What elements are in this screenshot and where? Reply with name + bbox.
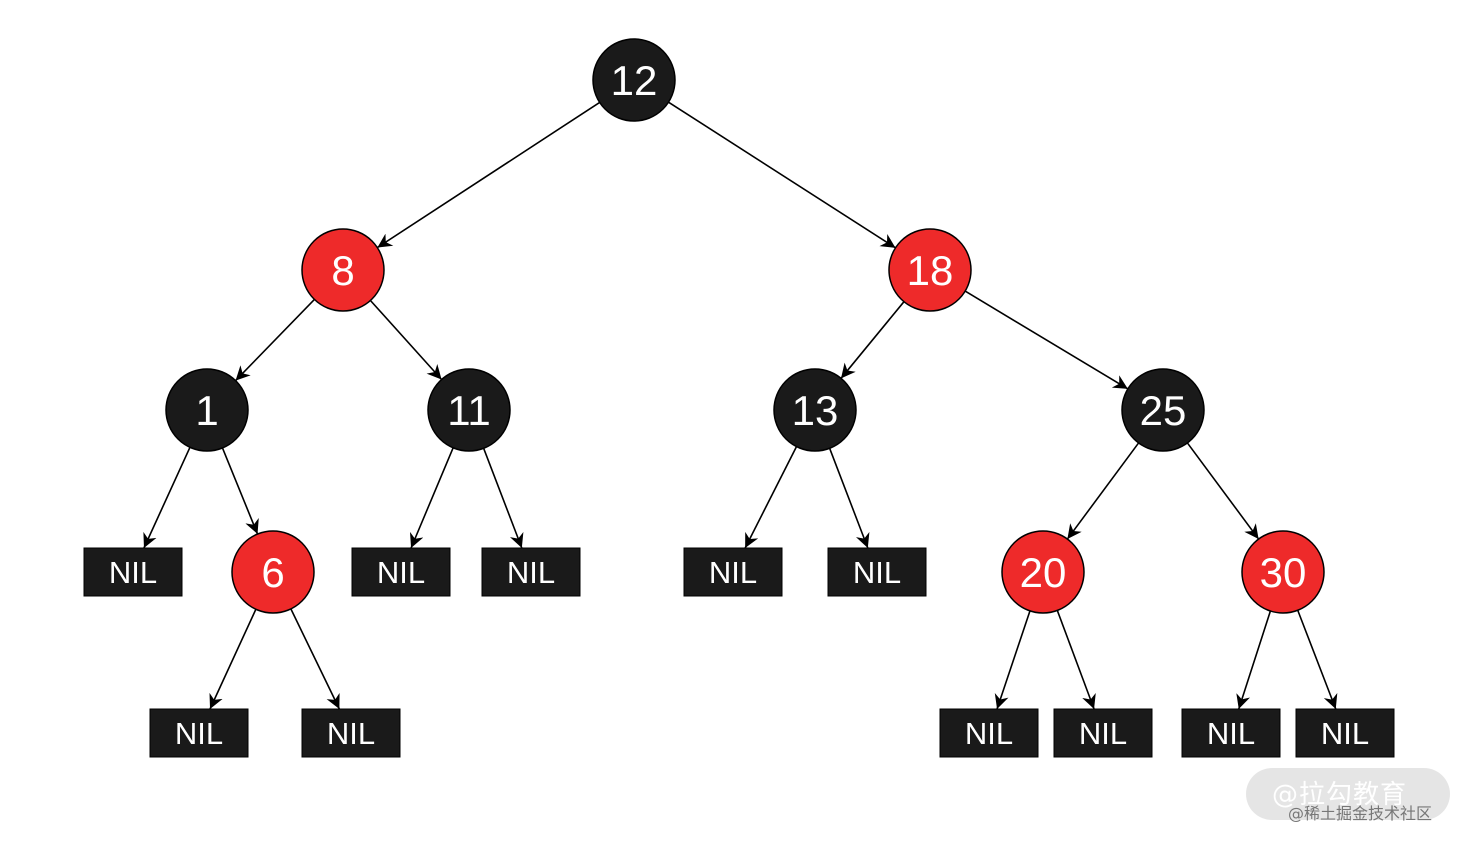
- nil-leaf-nil13b: NIL: [827, 547, 927, 597]
- node-label: 18: [907, 247, 954, 294]
- nil-box: [301, 708, 401, 758]
- nil-leaf-nil20a: NIL: [939, 708, 1039, 758]
- watermark-secondary: @稀土掘金技术社区: [1288, 804, 1433, 823]
- nil-leaf-nil11b: NIL: [481, 547, 581, 597]
- edge-n8-n11: [369, 299, 443, 381]
- edge-n20-nil20a: [994, 610, 1031, 710]
- node-circle: [1121, 368, 1205, 452]
- node-label: NIL: [853, 555, 901, 590]
- nil-box: [1053, 708, 1153, 758]
- node-label: 1: [195, 387, 218, 434]
- tree-node-n30: 30: [1241, 530, 1325, 614]
- edge-n8-n1: [234, 298, 316, 382]
- nil-leaf-nil6b: NIL: [301, 708, 401, 758]
- tree-node-n25: 25: [1121, 368, 1205, 452]
- edge-n1-nil1a: [143, 446, 191, 549]
- nil-box: [827, 547, 927, 597]
- tree-node-n20: 20: [1001, 530, 1085, 614]
- tree-node-n11: 11: [427, 368, 511, 452]
- tree-node-n8: 8: [301, 228, 385, 312]
- edge-n20-nil20b: [1056, 610, 1096, 710]
- node-label: NIL: [965, 716, 1013, 751]
- edge-n30-nil30b: [1296, 609, 1338, 710]
- node-circle: [427, 368, 511, 452]
- edge-n12-n18: [668, 101, 896, 249]
- node-label: 25: [1140, 387, 1187, 434]
- edge-n18-n25: [964, 290, 1129, 390]
- watermark-badge: [1246, 768, 1450, 820]
- node-circle: [888, 228, 972, 312]
- edge-n1-n6: [221, 447, 259, 535]
- nil-leaf-nil20b: NIL: [1053, 708, 1153, 758]
- node-label: 20: [1020, 549, 1067, 596]
- nil-box: [1295, 708, 1395, 758]
- node-label: NIL: [507, 555, 555, 590]
- tree-node-n12: 12: [592, 38, 676, 122]
- node-label: NIL: [109, 555, 157, 590]
- nil-box: [683, 547, 783, 597]
- node-label: 30: [1260, 549, 1307, 596]
- tree-edges: [143, 101, 1338, 710]
- node-circle: [1001, 530, 1085, 614]
- nil-leaf-nil11a: NIL: [351, 547, 451, 597]
- node-circle: [165, 368, 249, 452]
- edge-n18-n13: [840, 301, 905, 379]
- nil-box: [149, 708, 249, 758]
- node-label: 6: [261, 549, 284, 596]
- node-label: 8: [331, 247, 354, 294]
- edge-n11-nil11b: [482, 448, 524, 549]
- edge-n6-nil6a: [209, 608, 257, 710]
- edge-n25-n30: [1186, 442, 1260, 540]
- node-label: 12: [611, 57, 658, 104]
- node-circle: [773, 368, 857, 452]
- node-label: NIL: [709, 555, 757, 590]
- node-label: 13: [792, 387, 839, 434]
- tree-node-n13: 13: [773, 368, 857, 452]
- node-label: NIL: [377, 555, 425, 590]
- tree-node-n6: 6: [231, 530, 315, 614]
- node-label: NIL: [327, 716, 375, 751]
- nil-box: [351, 547, 451, 597]
- node-label: NIL: [175, 716, 223, 751]
- edge-n30-nil30a: [1236, 610, 1272, 710]
- node-label: NIL: [1079, 716, 1127, 751]
- nil-box: [83, 547, 183, 597]
- edge-n6-nil6b: [290, 608, 341, 710]
- nil-leaf-nil13a: NIL: [683, 547, 783, 597]
- edge-n12-n8: [376, 101, 601, 249]
- nil-leaf-nil1a: NIL: [83, 547, 183, 597]
- nil-leaf-nil30b: NIL: [1295, 708, 1395, 758]
- node-circle: [592, 38, 676, 122]
- watermark-primary: @拉勾教育: [1272, 780, 1408, 810]
- nil-box: [481, 547, 581, 597]
- node-circle: [231, 530, 315, 614]
- node-circle: [301, 228, 385, 312]
- nil-box: [939, 708, 1039, 758]
- node-circle: [1241, 530, 1325, 614]
- edge-n11-nil11a: [410, 447, 454, 549]
- nil-leaf-nil30a: NIL: [1181, 708, 1281, 758]
- node-label: NIL: [1321, 716, 1369, 751]
- nil-box: [1181, 708, 1281, 758]
- tree-node-n18: 18: [888, 228, 972, 312]
- node-label: 11: [447, 387, 491, 434]
- nil-leaf-nil6a: NIL: [149, 708, 249, 758]
- edge-n13-nil13a: [744, 446, 798, 549]
- node-label: NIL: [1207, 716, 1255, 751]
- edge-n25-n20: [1066, 442, 1140, 540]
- edge-n13-nil13b: [828, 448, 870, 549]
- tree-node-n1: 1: [165, 368, 249, 452]
